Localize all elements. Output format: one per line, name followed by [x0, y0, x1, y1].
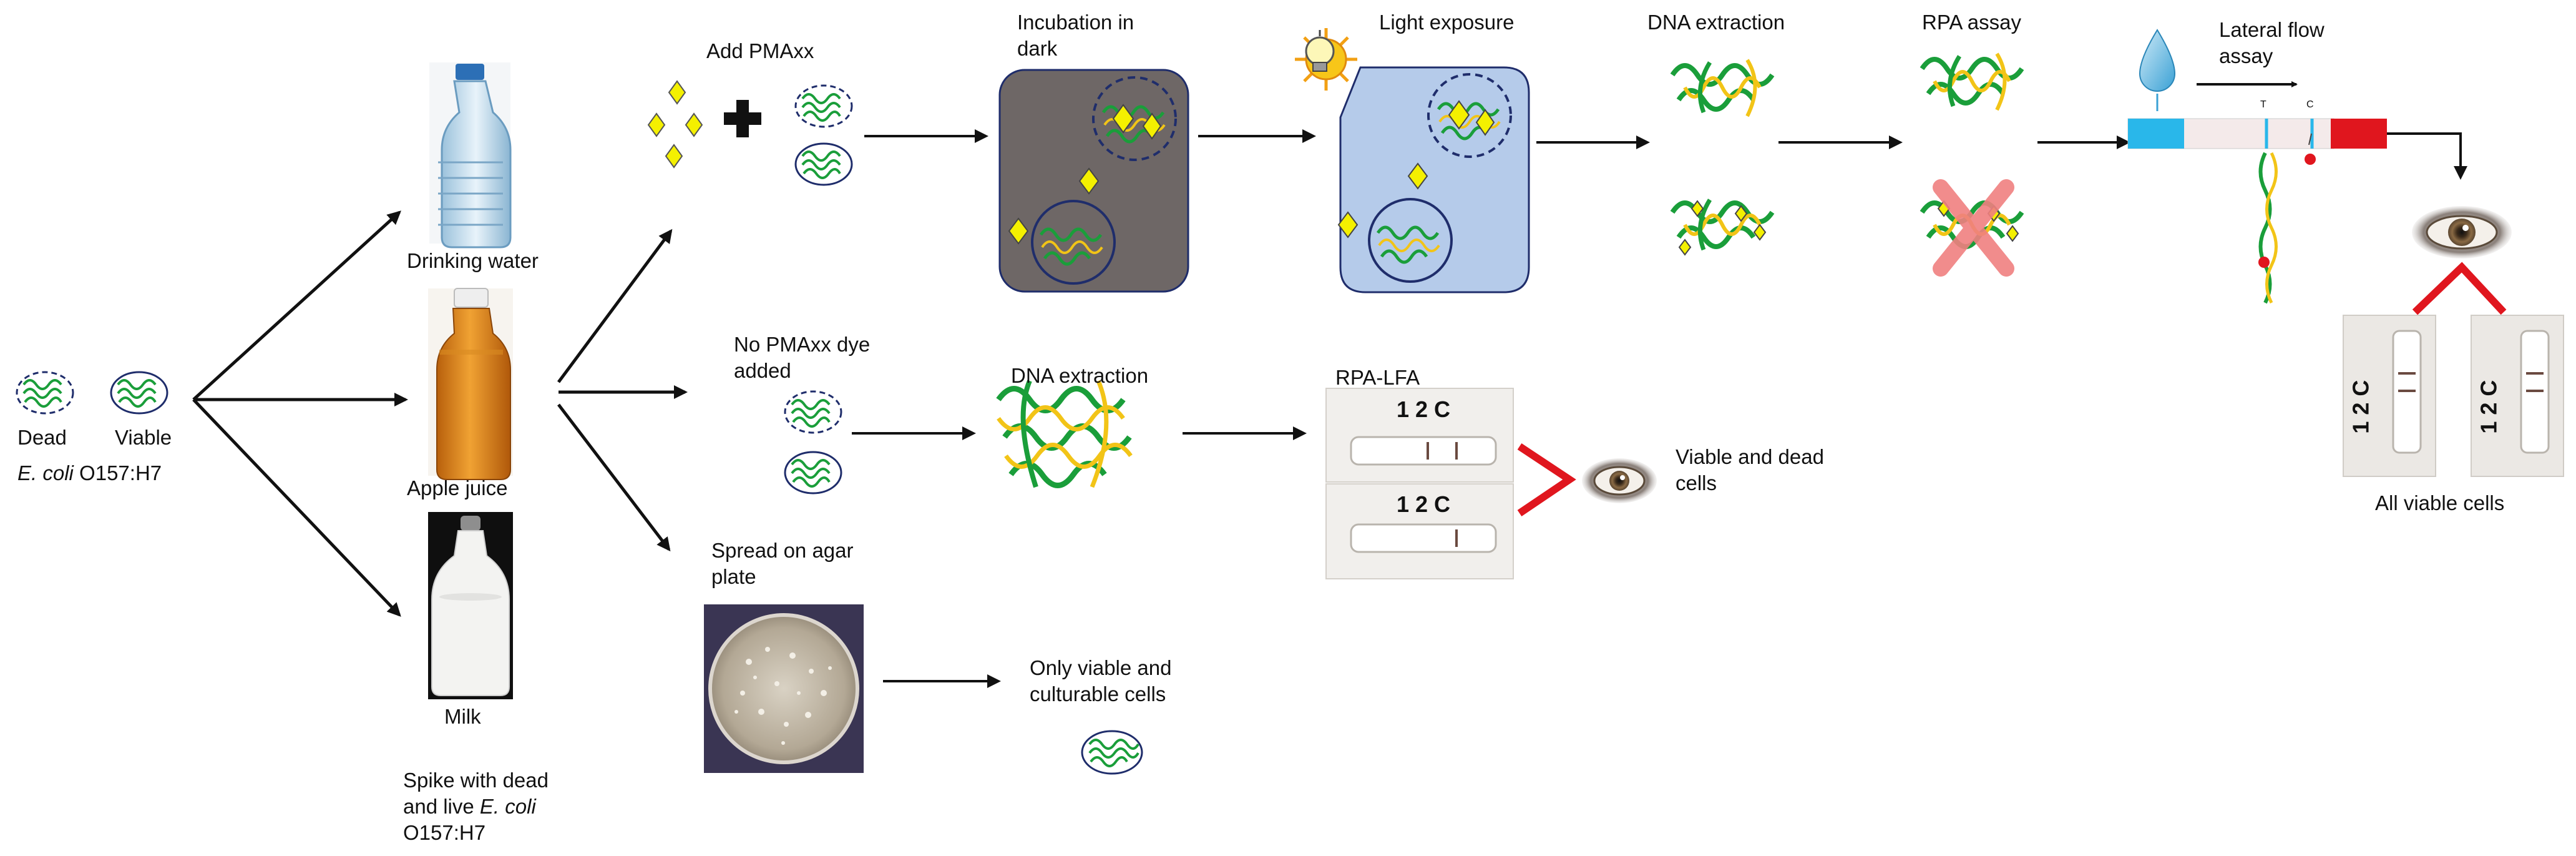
label-spike-line1: Spike with dead: [403, 769, 549, 792]
label-organism-strain: O157:H7: [79, 461, 162, 485]
dna-strand-dead-top: [1670, 199, 1775, 256]
label-spike-prefix: and live: [403, 795, 474, 818]
result-cassette-left: [2343, 315, 2436, 477]
label-spread-line1: Spread on agar: [711, 539, 854, 562]
label-light-exposure: Light exposure: [1379, 11, 1515, 34]
label-all-viable-cells: All viable cells: [2375, 491, 2505, 514]
label-spike-strain: O157:H7: [403, 821, 486, 844]
label-viable-dead-line2: cells: [1676, 471, 1717, 494]
dna-strand-viable-top: [1670, 59, 1775, 117]
label-rpa-lfa: RPA-LFA: [1335, 366, 1420, 389]
dna-mixed-mid: [996, 380, 1133, 488]
dead-cell-start: [16, 371, 74, 415]
label-spread-line2: plate: [711, 565, 756, 588]
label-add-pmaxx: Add PMAxx: [706, 39, 814, 62]
viable-cell-culturable: [1081, 730, 1143, 775]
rpa-lfa-cassette-bottom: [1325, 483, 1514, 579]
label-dna-extraction-top: DNA extraction: [1647, 11, 1785, 34]
plus-icon: [724, 100, 761, 137]
dark-incubation-chamber: [998, 69, 1189, 293]
label-organism-species: E. coli: [17, 461, 74, 485]
viable-cell-pmaxx: [794, 142, 853, 186]
eye-icon-mid: [1582, 458, 1657, 503]
label-viable-dead-line1: Viable and dead: [1676, 445, 1824, 468]
light-bulb-icon: [1305, 30, 1335, 72]
light-exposure-chamber: [1337, 66, 1530, 293]
label-drinking-water: Drinking water: [407, 249, 539, 272]
label-incubation-line1: Incubation in: [1017, 11, 1134, 34]
label-cassette-right-mark: 1 2 C: [2476, 380, 2502, 434]
juice-bottle-icon: [428, 288, 513, 480]
label-dead: Dead: [17, 426, 67, 449]
result-cassette-right: [2471, 315, 2564, 477]
label-cassette-mark-bottom: 1 2 C: [1397, 491, 1451, 517]
label-only-viable-line2: culturable cells: [1030, 682, 1166, 706]
red-cross-icon: [1933, 179, 2014, 277]
label-dna-extraction-mid: DNA extraction: [1011, 364, 1149, 387]
fan-arrows-treatments: [557, 229, 688, 552]
label-only-viable-line1: Only viable and: [1030, 656, 1172, 679]
fan-arrows-samples: [192, 210, 408, 617]
viable-cell-no-pmaxx: [784, 451, 842, 494]
dead-cell-pmaxx: [794, 84, 853, 128]
label-milk: Milk: [444, 705, 481, 728]
milk-bottle-icon: [428, 512, 513, 699]
label-spike-line2: and live E. coli: [403, 794, 536, 819]
label-spike-species: E. coli: [479, 795, 536, 818]
label-strip-c: C: [2306, 99, 2314, 110]
label-viable: Viable: [115, 426, 172, 449]
label-organism: E. coli O157:H7: [17, 461, 162, 486]
arrow-lfa-to-eye: [2387, 132, 2467, 180]
lateral-flow-strip: [2127, 118, 2387, 304]
water-bottle-icon: [429, 62, 512, 248]
rpa-amplified-dna: [1920, 52, 2024, 111]
red-result-chevron: [2412, 262, 2507, 315]
agar-plate-icon: [704, 604, 864, 773]
rpa-lfa-cassette-top: [1325, 388, 1514, 483]
label-no-pmaxx-line1: No PMAxx dye: [734, 333, 871, 356]
label-lateral-flow-line2: assay: [2219, 44, 2273, 67]
label-no-pmaxx-line2: added: [734, 359, 791, 382]
viable-cell-start: [110, 371, 168, 415]
label-rpa-assay: RPA assay: [1922, 11, 2021, 34]
red-result-chevron-mid: [1517, 443, 1576, 516]
label-cassette-mark-top: 1 2 C: [1397, 396, 1451, 422]
water-drop-icon: [2139, 29, 2176, 111]
label-apple-juice: Apple juice: [407, 476, 508, 499]
dead-cell-no-pmaxx: [784, 390, 842, 434]
label-cassette-left-mark: 1 2 C: [2348, 380, 2374, 434]
label-lateral-flow-line1: Lateral flow: [2219, 18, 2325, 41]
eye-icon: [2412, 206, 2512, 258]
label-incubation-line2: dark: [1017, 37, 1058, 60]
pmaxx-dye-molecules: [647, 80, 703, 169]
label-strip-t: T: [2260, 99, 2266, 110]
